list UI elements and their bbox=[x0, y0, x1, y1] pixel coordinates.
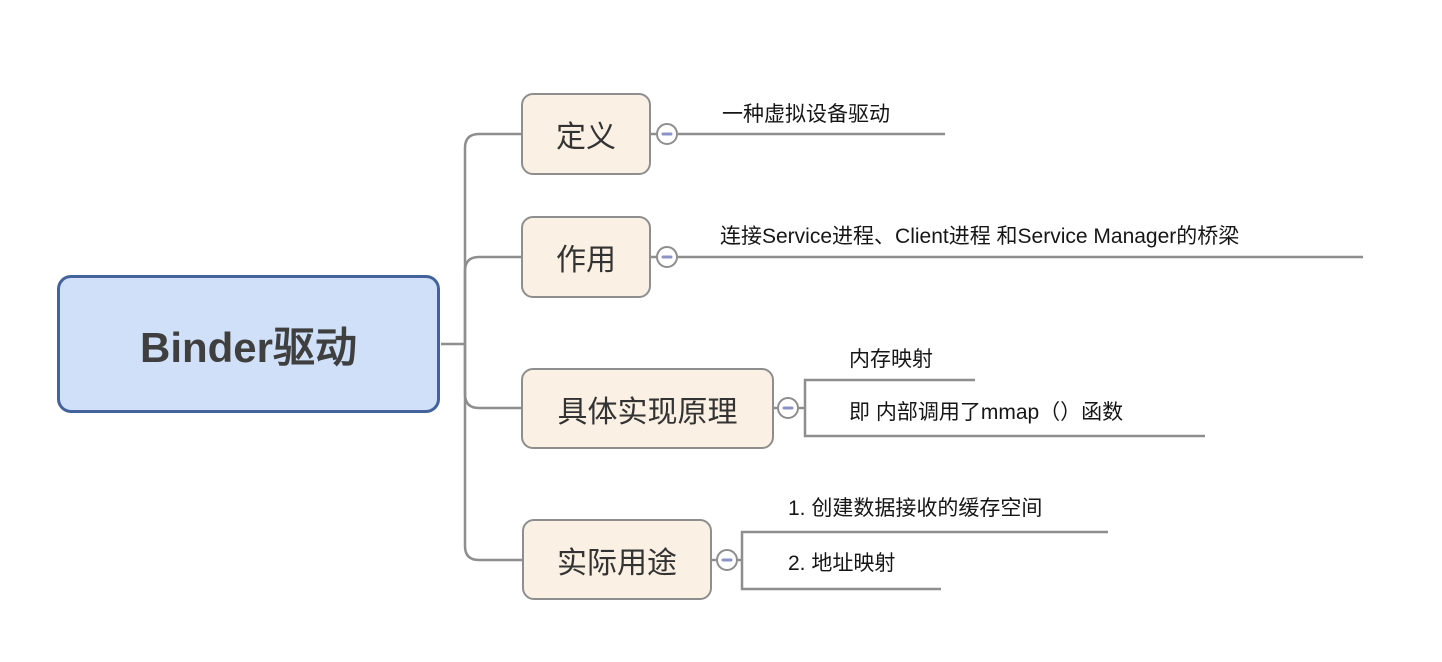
child-topic-bridge-between-processes[interactable]: 连接Service进程、Client进程 和Service Manager的桥梁 bbox=[720, 225, 1240, 248]
child-topic-memory-mapping[interactable]: 内存映射 bbox=[849, 348, 933, 371]
collapse-button-role[interactable] bbox=[656, 246, 678, 268]
child-topic-virtual-device-driver[interactable]: 一种虚拟设备驱动 bbox=[722, 103, 890, 126]
branch-node-definition[interactable]: 定义 bbox=[521, 93, 651, 175]
child-topic-mmap-function[interactable]: 即 内部调用了mmap（）函数 bbox=[849, 401, 1124, 424]
collapse-minus-icon bbox=[782, 406, 794, 410]
branch-node-practical-usage[interactable]: 实际用途 bbox=[522, 519, 712, 600]
collapse-minus-icon bbox=[661, 255, 673, 259]
child-lines-usage bbox=[740, 530, 1108, 591]
branch-node-implementation-principle[interactable]: 具体实现原理 bbox=[521, 368, 774, 449]
branch-node-label: 实际用途 bbox=[557, 546, 677, 580]
connector-branch-usage bbox=[463, 344, 522, 562]
branch-node-label: 定义 bbox=[556, 121, 616, 154]
root-node-label: Binder驱动 bbox=[139, 323, 357, 371]
connector-branch-role bbox=[463, 255, 521, 344]
connector-branch-definition bbox=[463, 132, 521, 344]
branch-node-label: 具体实现原理 bbox=[557, 395, 738, 429]
collapse-minus-icon bbox=[721, 558, 733, 562]
collapse-minus-icon bbox=[661, 132, 673, 136]
child-topic-create-receive-buffer[interactable]: 1. 创建数据接收的缓存空间 bbox=[788, 497, 1043, 520]
connector-branch-principle bbox=[463, 344, 521, 410]
child-topic-address-mapping[interactable]: 2. 地址映射 bbox=[788, 552, 896, 575]
collapse-button-definition[interactable] bbox=[656, 123, 678, 145]
branch-node-role[interactable]: 作用 bbox=[521, 216, 651, 298]
child-lines-principle bbox=[803, 378, 1205, 438]
root-node-binder-driver[interactable]: Binder驱动 bbox=[57, 275, 440, 413]
branch-node-label: 作用 bbox=[556, 244, 616, 277]
collapse-button-usage[interactable] bbox=[716, 549, 738, 571]
collapse-button-principle[interactable] bbox=[777, 397, 799, 419]
